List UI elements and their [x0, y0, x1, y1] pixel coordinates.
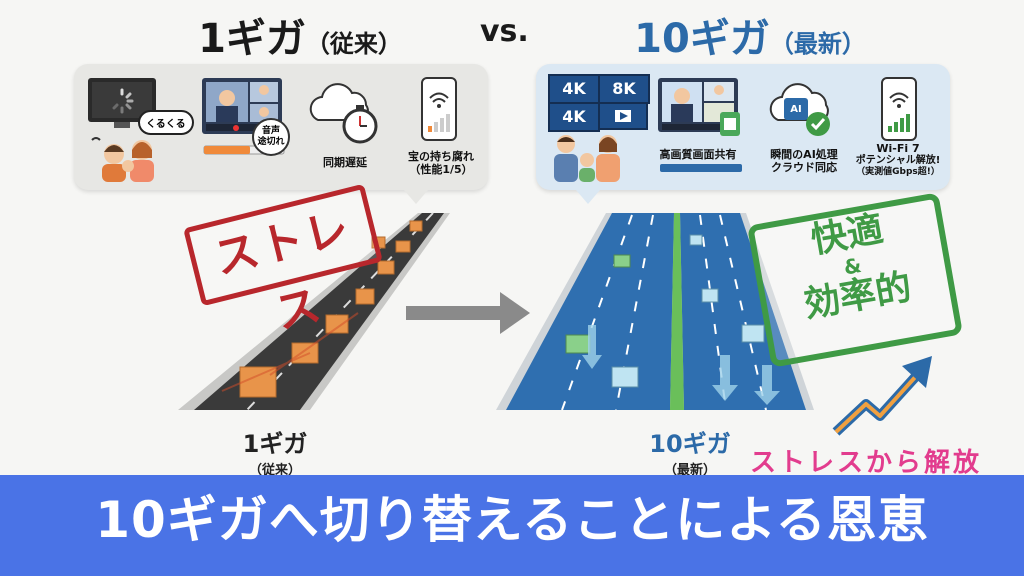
right-panel-tail	[576, 190, 600, 204]
banner-title: 10ギガへ切り替えることによる恩恵	[95, 491, 929, 549]
buffering-bubble: くるくる	[138, 110, 194, 135]
wide-highway-illustration	[496, 213, 814, 411]
trend-up-arrow-icon	[832, 356, 932, 436]
stress-free-label: ストレスから解放	[750, 448, 983, 478]
left-title-sub: （従来）	[305, 30, 402, 58]
family-happy-icon	[554, 135, 620, 182]
4k-badge: 4K	[548, 74, 600, 104]
wasted-label-line2: （性能1/5）	[409, 163, 473, 176]
phone-strong-signal-icon	[881, 77, 917, 141]
8k-badge: 8K	[598, 74, 650, 104]
right-title-sub: （最新）	[769, 30, 866, 58]
narrow-road-illustration	[178, 212, 450, 411]
new-caption-main: 10ギガ	[649, 430, 731, 458]
tv-buffering-icon	[88, 78, 156, 182]
hd-progress-bar	[660, 164, 742, 172]
video-play-icon	[598, 102, 648, 130]
right-title: 10ギガ（最新）	[600, 6, 900, 64]
vs-label: vs.	[480, 14, 529, 49]
wasted-label-line1: 宝の持ち腐れ	[408, 150, 474, 163]
ai-label-line1: 瞬間のAI処理	[770, 148, 838, 161]
right-arrow-icon	[406, 292, 530, 334]
wifi7-line2: ポテンシャル解放!	[855, 155, 941, 166]
ai-processing-label: 瞬間のAI処理クラウド同応	[752, 148, 856, 174]
voice-cut-bubble: 音声 途切れ	[252, 118, 290, 156]
new-caption-sub: （最新）	[663, 463, 716, 478]
right-title-main: 10ギガ	[634, 16, 770, 62]
bottom-banner	[0, 475, 1024, 576]
phone-weak-signal-icon	[421, 77, 457, 141]
ai-chip-label: AI	[790, 104, 802, 115]
legacy-caption-sub: （従来）	[248, 463, 301, 478]
wifi7-line3: （実測値Gbps超!）	[856, 167, 940, 177]
sync-delay-label: 同期遅延	[323, 156, 367, 169]
cloud-stopwatch-icon	[309, 83, 378, 144]
new-caption: 10ギガ （最新）	[620, 424, 760, 478]
legacy-caption: 1ギガ （従来）	[205, 424, 345, 478]
left-title: 1ギガ（従来）	[150, 6, 450, 64]
4k-badge-2: 4K	[548, 102, 600, 132]
wifi7-label: Wi-Fi 7 ポテンシャル解放! （実測値Gbps超!）	[846, 142, 950, 178]
hd-share-label: 高画質画面共有	[659, 148, 737, 161]
wasted-potential-label: 宝の持ち腐れ（性能1/5）	[394, 150, 488, 176]
left-title-main: 1ギガ	[198, 16, 306, 62]
hd-video-call-icon	[658, 78, 740, 136]
wifi7-line1: Wi-Fi 7	[876, 142, 920, 155]
left-panel-tail	[404, 190, 428, 204]
ai-chip-cloud-icon	[769, 83, 830, 136]
ai-label-line2: クラウド同応	[771, 161, 837, 174]
legacy-caption-main: 1ギガ	[242, 430, 308, 458]
